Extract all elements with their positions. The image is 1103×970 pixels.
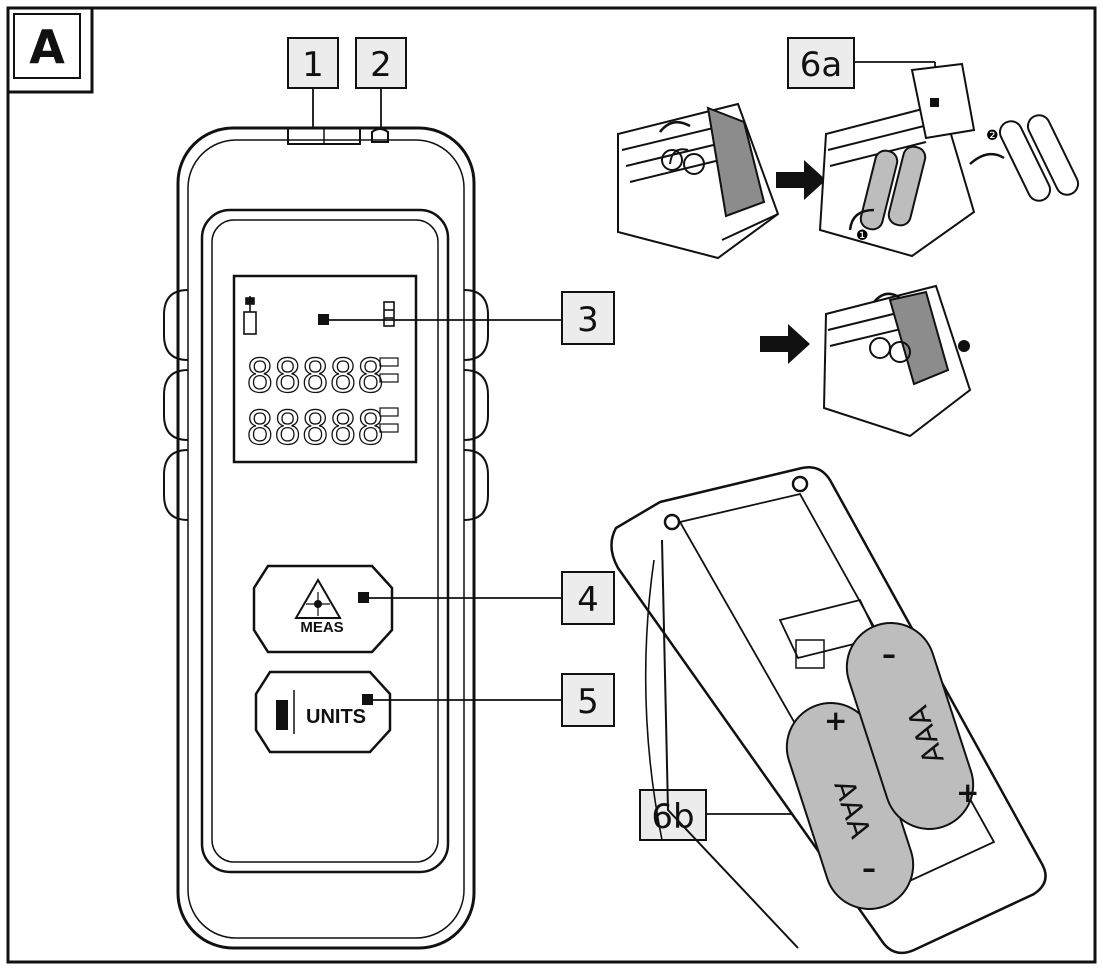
battery-cover-6a [910, 62, 976, 140]
device-back [610, 466, 1047, 955]
lcd-line-1: 88888 [246, 349, 384, 403]
battery-right-plus: + [956, 776, 979, 809]
side-grips [163, 289, 489, 521]
callout-4: 4 [358, 571, 615, 625]
device-front-panel [200, 208, 450, 874]
units-ruler-icon [276, 690, 295, 734]
callout-6a: 6a [787, 37, 936, 98]
lcd-line-2: 88888 [246, 401, 384, 455]
callout-3: 3 [318, 291, 615, 345]
callout-2: 2 [355, 37, 407, 130]
callout-5: 5 [362, 673, 615, 727]
step-marker-2: ❷ [986, 127, 999, 143]
lcd-screen [232, 274, 418, 464]
battery-left-plus: + [824, 704, 847, 737]
callout-3-label: 3 [577, 300, 599, 340]
battery-aaa-right [845, 622, 975, 830]
battery-left-minus: – [862, 852, 876, 885]
battery-step-close-lid [822, 284, 972, 438]
device-body-outline [176, 126, 476, 950]
figure-frame [6, 6, 1097, 964]
laser-warning-icon [294, 578, 342, 619]
battery-step-insert [818, 102, 1005, 258]
units-button-label: UNITS [306, 706, 366, 728]
units-button[interactable] [254, 670, 392, 754]
loose-batteries [998, 114, 1080, 202]
arrow-step-1 [776, 160, 826, 200]
callout-1: 1 [287, 37, 339, 128]
meas-button-label: MEAS [300, 619, 343, 636]
callout-5-label: 5 [577, 682, 599, 722]
lcd-laser-icon [243, 296, 257, 335]
callout-6b: 6b [639, 789, 921, 841]
callout-4-label: 4 [577, 580, 599, 620]
battery-step-open-lid [617, 102, 780, 260]
battery-level-icon [383, 301, 395, 327]
device-front: 88888 88888 [163, 126, 489, 950]
battery-cover [706, 106, 766, 218]
step-marker-1: ❶ [856, 227, 869, 243]
figure-letter-box: A [6, 6, 94, 94]
lcd-unit-marks [379, 357, 399, 433]
battery-right-minus: – [882, 638, 896, 671]
arrow-step-3 [760, 324, 810, 364]
callout-1-label: 1 [302, 45, 324, 85]
callout-6a-label: 6a [800, 45, 842, 85]
figure-letter: A [29, 20, 65, 74]
meas-button[interactable] [252, 564, 394, 654]
callout-2-label: 2 [370, 45, 392, 85]
